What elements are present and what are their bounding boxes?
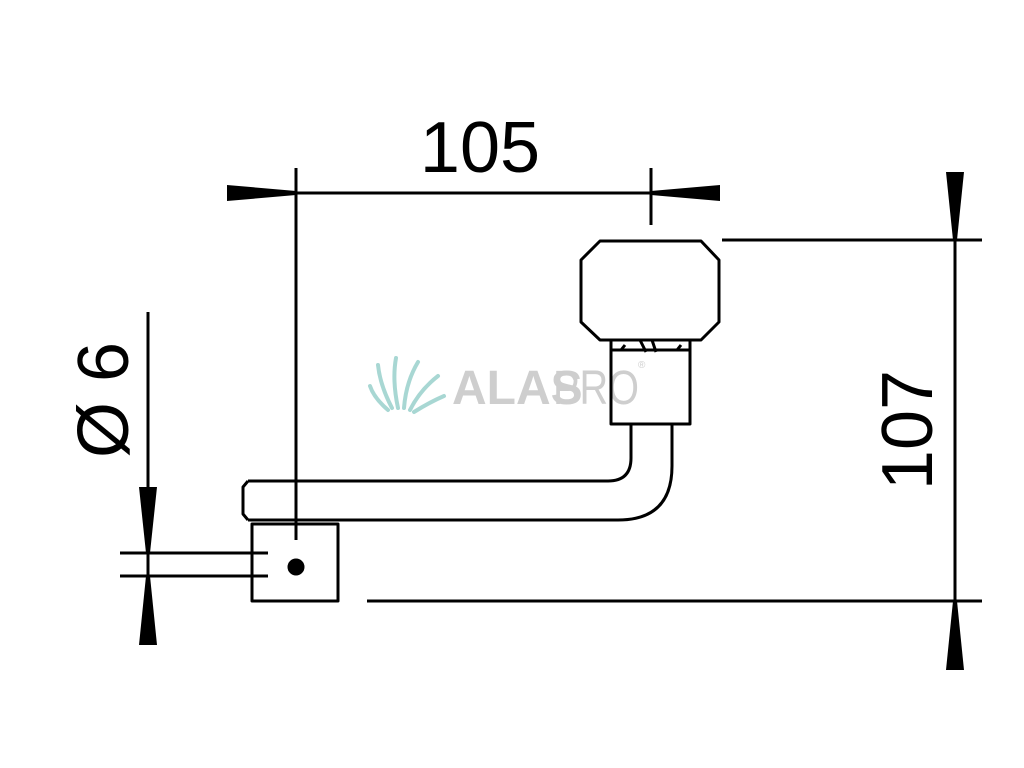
dimension-label-diameter: Ø 6 bbox=[64, 342, 144, 458]
crank-arm-end bbox=[241, 480, 250, 521]
knob-sleeve bbox=[609, 350, 692, 426]
arrow-height-bottom bbox=[946, 601, 964, 670]
watermark-brand-bold: ALAS bbox=[452, 362, 583, 415]
knob-head bbox=[579, 239, 721, 342]
dimension-label-width: 105 bbox=[420, 108, 540, 188]
arrow-width-left bbox=[227, 185, 296, 201]
arrow-diameter-bottom bbox=[139, 576, 157, 645]
arrow-diameter-top bbox=[139, 487, 157, 553]
arrow-height-top bbox=[946, 172, 964, 240]
arrow-width-right bbox=[651, 185, 720, 201]
watermark-brand-light: PRO bbox=[553, 362, 639, 415]
dimension-width bbox=[227, 168, 720, 540]
watermark-registered-mark: ® bbox=[638, 360, 646, 371]
dimension-label-height: 107 bbox=[868, 370, 948, 490]
watermark: ALAS PRO ® bbox=[368, 356, 646, 415]
watermark-leaf-icon bbox=[368, 356, 446, 414]
dimension-diameter bbox=[120, 312, 268, 645]
bore-hole bbox=[287, 558, 305, 576]
crank-arm-inner bbox=[248, 424, 674, 522]
dimension-height bbox=[367, 172, 982, 670]
crank-arm-outer bbox=[248, 424, 633, 483]
knob-flange-slot bbox=[619, 339, 683, 353]
crank-handle-part bbox=[241, 239, 721, 603]
